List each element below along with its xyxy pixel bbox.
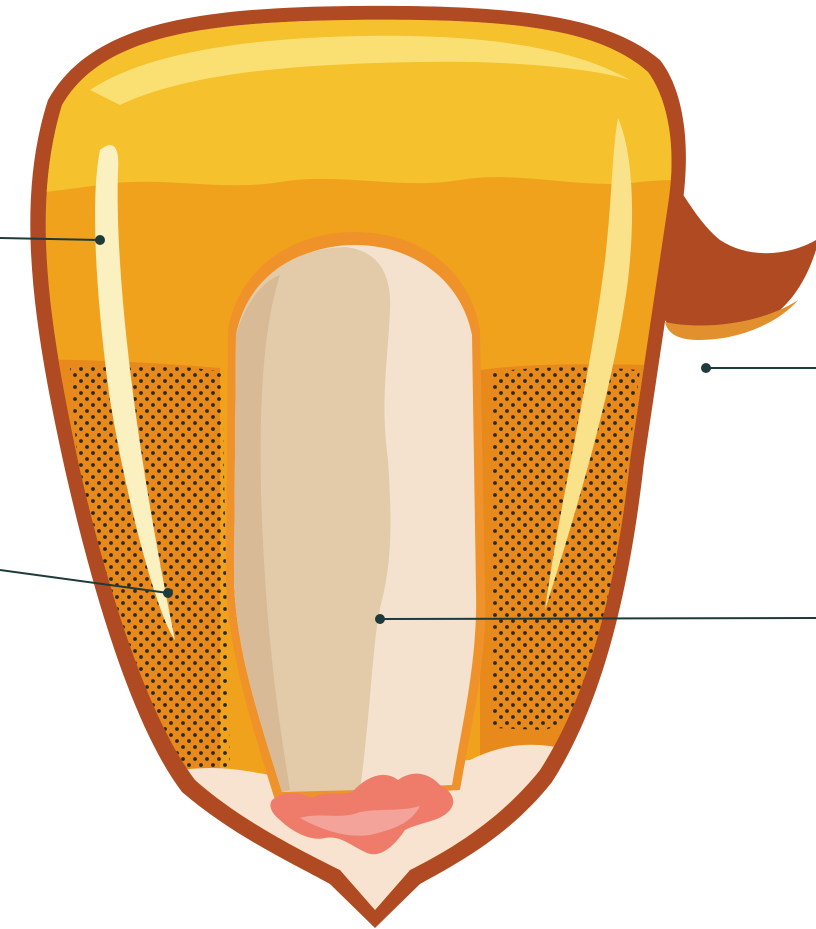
leader-upper-right — [701, 363, 816, 373]
leader-dot — [375, 614, 385, 624]
leader-dot — [701, 363, 711, 373]
leader-dot — [163, 588, 173, 598]
leader-dot — [95, 235, 105, 245]
